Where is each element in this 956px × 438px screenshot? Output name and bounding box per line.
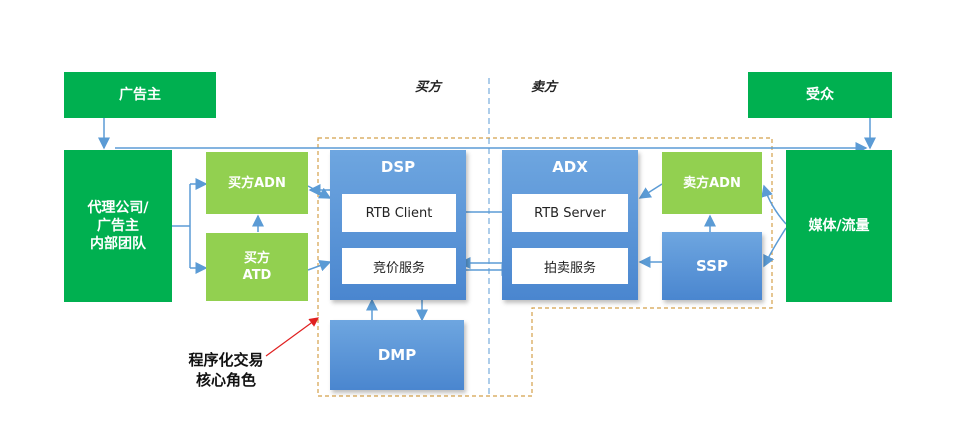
rtb-server-box: RTB Server: [512, 194, 628, 232]
buyer-label: 买方: [415, 80, 442, 95]
adx-node: ADX RTB Server 拍卖服务: [502, 150, 638, 300]
media-adn-line: [761, 184, 787, 225]
seller-adn-adx-arrow: [638, 183, 663, 199]
rtb-client-box: RTB Client: [342, 194, 456, 232]
atd-dsp-arrow: [307, 259, 332, 272]
media-ssp-line: [763, 227, 787, 268]
dmp-node: DMP: [330, 320, 464, 390]
seller-adn-node: 卖方ADN: [662, 152, 762, 214]
buyer-adn-label: 买方ADN: [228, 175, 286, 191]
advertiser-label: 广告主: [119, 87, 161, 103]
media-node: 媒体/流量: [786, 150, 892, 302]
core-role-annotation: 程序化交易 核心角色: [188, 351, 264, 389]
agency-node: 代理公司/ 广告主 内部团队: [64, 150, 172, 302]
advertiser-node: 广告主: [64, 72, 216, 118]
dsp-node: DSP RTB Client 竞价服务: [330, 150, 466, 300]
agency-split-line: [172, 184, 191, 268]
seller-adn-label: 卖方ADN: [683, 175, 741, 191]
annotation-pointer: [265, 317, 319, 357]
seller-label: 卖方: [531, 80, 558, 95]
agency-label: 代理公司/ 广告主 内部团队: [87, 200, 149, 252]
adn-dsp-arrow: [307, 185, 332, 199]
buyer-adn-node: 买方ADN: [206, 152, 308, 214]
media-label: 媒体/流量: [808, 218, 870, 234]
buyer-atd-node: 买方 ATD: [206, 233, 308, 301]
audience-node: 受众: [748, 72, 892, 118]
buyer-atd-label: 买方 ATD: [242, 251, 272, 283]
auction-service-box: 拍卖服务: [512, 248, 628, 284]
dsp-title: DSP: [380, 158, 416, 176]
core-role-border: [317, 137, 773, 397]
dmp-label: DMP: [377, 346, 417, 364]
audience-label: 受众: [806, 87, 834, 103]
ssp-label: SSP: [696, 257, 728, 275]
adx-title: ADX: [552, 158, 588, 176]
bidding-service-box: 竞价服务: [342, 248, 456, 284]
ssp-node: SSP: [662, 232, 762, 300]
